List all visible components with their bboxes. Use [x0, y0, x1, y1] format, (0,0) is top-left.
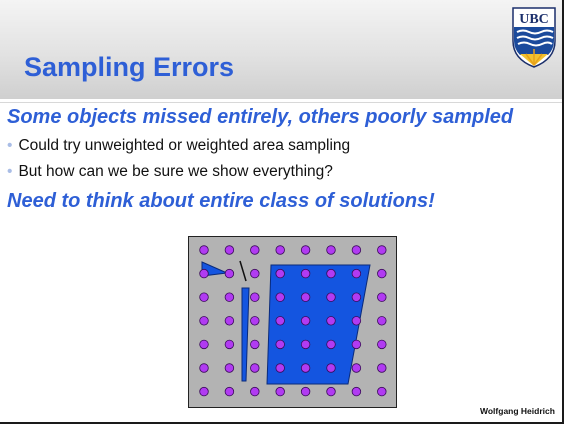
bullet-marker: • — [7, 137, 13, 154]
sample-point — [300, 339, 311, 350]
sample-point — [275, 245, 285, 255]
headline-missed-objects: Some objects missed entirely, others poo… — [7, 106, 514, 128]
sample-point — [224, 339, 235, 350]
sample-point — [199, 268, 209, 279]
sample-point — [351, 245, 362, 255]
sample-point — [326, 339, 336, 350]
sample-points — [199, 245, 387, 397]
sample-point — [250, 339, 260, 350]
sample-point — [377, 268, 387, 279]
sample-point — [351, 268, 362, 279]
header-divider-shadow — [0, 102, 562, 103]
logo-text: UBC — [519, 12, 549, 27]
sample-point — [326, 363, 336, 373]
sample-point — [224, 245, 235, 255]
sample-point — [377, 292, 387, 302]
sampling-grid-figure — [188, 236, 397, 408]
sample-point — [351, 316, 362, 326]
sample-point — [275, 386, 285, 397]
sample-point — [199, 339, 209, 350]
sample-point — [275, 363, 285, 373]
author-name: Wolfgang Heidrich — [480, 406, 555, 416]
sample-point — [377, 386, 387, 397]
sample-point — [351, 292, 362, 302]
sample-point — [275, 292, 285, 302]
sample-point — [300, 316, 311, 326]
sample-point — [377, 339, 387, 350]
sample-point — [224, 386, 235, 397]
sample-point — [199, 245, 209, 255]
thin-sliver-shape — [241, 287, 250, 382]
sample-point — [275, 339, 285, 350]
headline-class-of-solutions: Need to think about entire class of solu… — [7, 190, 435, 212]
slide-header — [0, 0, 562, 99]
sample-point — [275, 268, 285, 279]
bullet-text: Could try unweighted or weighted area sa… — [18, 137, 351, 154]
header-divider — [0, 99, 562, 102]
slide-title: Sampling Errors — [24, 52, 235, 82]
bullet-item: • But how can we be sure we show everythi… — [7, 163, 333, 181]
bullet-item: • Could try unweighted or weighted area s… — [7, 137, 350, 155]
sample-point — [326, 316, 336, 326]
sample-point — [250, 386, 260, 397]
sample-point — [199, 316, 209, 326]
sample-point — [326, 386, 336, 397]
sample-point — [326, 245, 336, 255]
sample-point — [224, 316, 235, 326]
sample-point — [224, 363, 235, 373]
sample-point — [199, 386, 209, 397]
sample-point — [224, 292, 235, 302]
sample-point — [250, 268, 260, 279]
sample-point — [377, 245, 387, 255]
ubc-logo: UBC — [512, 7, 556, 68]
sample-point — [199, 363, 209, 373]
bullet-text: But how can we be sure we show everythin… — [18, 163, 333, 180]
sample-point — [250, 245, 260, 255]
flag-pole — [239, 260, 247, 282]
sample-point — [250, 363, 260, 373]
sample-point — [300, 363, 311, 373]
sample-point — [300, 245, 311, 255]
sample-point — [351, 363, 362, 373]
sample-point — [224, 268, 235, 279]
sample-point — [351, 386, 362, 397]
bullet-marker: • — [7, 163, 13, 180]
sample-point — [300, 292, 311, 302]
sample-point — [275, 316, 285, 326]
sample-point — [377, 316, 387, 326]
sample-point — [300, 268, 311, 279]
sample-point — [199, 292, 209, 302]
sample-point — [300, 386, 311, 397]
sample-point — [250, 292, 260, 302]
sample-point — [377, 363, 387, 373]
parallelogram-shape — [266, 264, 371, 385]
sample-point — [326, 268, 336, 279]
sample-point — [326, 292, 336, 302]
sample-point — [250, 316, 260, 326]
sample-point — [351, 339, 362, 350]
